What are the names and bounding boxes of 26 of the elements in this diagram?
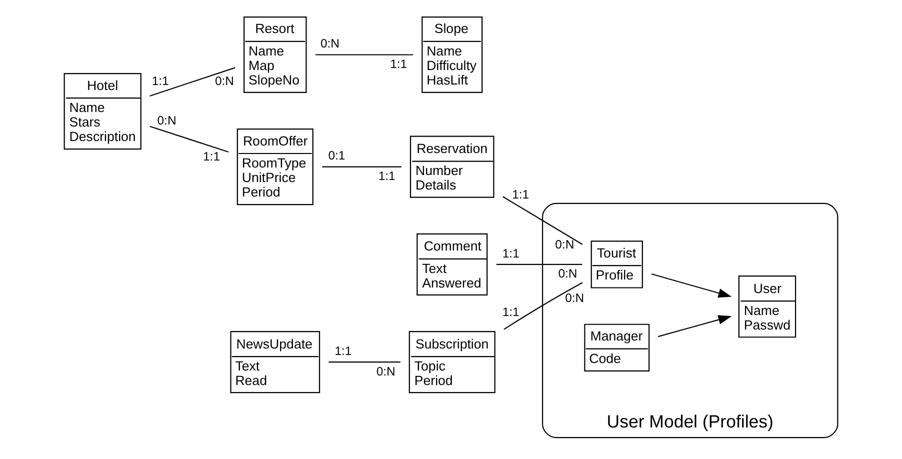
node-label: 0:N <box>320 36 340 51</box>
node-label: 1:1 <box>390 57 408 72</box>
node-label: 0:N <box>215 74 234 88</box>
connector <box>504 282 583 330</box>
arrow <box>658 315 732 338</box>
node-label: 1:1 <box>512 188 530 202</box>
connector <box>502 196 583 245</box>
node-label: 0:N <box>157 113 176 128</box>
arrow <box>651 273 732 298</box>
node-label: 0:N <box>565 290 584 305</box>
connector <box>150 67 236 97</box>
node-label: 1:1 <box>378 169 396 184</box>
node-label: 0:N <box>558 266 578 281</box>
connector <box>150 126 229 152</box>
connector <box>315 54 414 56</box>
node-label: 1:1 <box>502 246 520 260</box>
connector <box>496 264 582 265</box>
node-label: 0:1 <box>328 148 346 163</box>
node-label: 0:N <box>555 238 574 252</box>
connector <box>328 362 400 363</box>
node-label: 1:1 <box>502 305 520 320</box>
node-label: 1:1 <box>152 74 169 88</box>
connector <box>322 166 402 168</box>
node-label: 0:N <box>376 364 396 378</box>
node-label: 1:1 <box>334 344 352 358</box>
node-label: 1:1 <box>203 149 220 164</box>
